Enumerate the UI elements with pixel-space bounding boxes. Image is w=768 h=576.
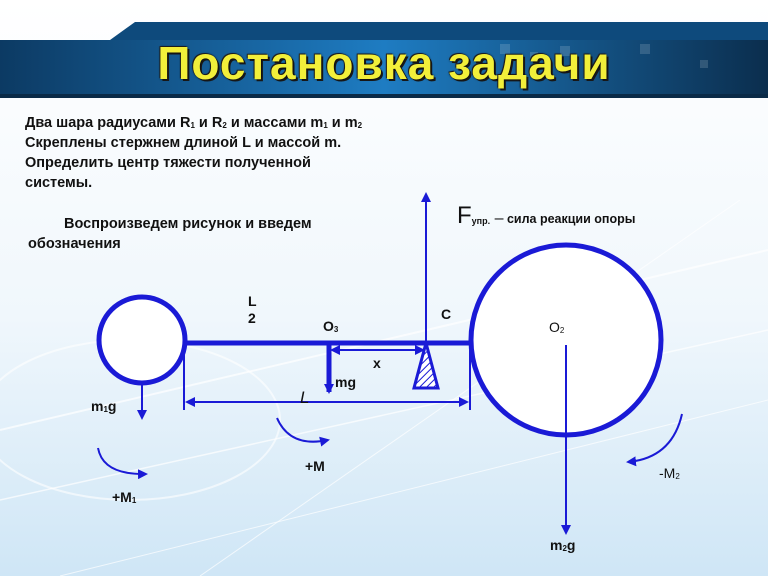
moment-plusM1-arc [97,447,148,480]
problem-line-1: Два шара радиусами R1 и R2 и массами m1 … [25,115,363,131]
label-plusM1: +M1 [112,489,137,505]
label-minusM2: -M2 [659,465,680,481]
support-pivot [412,337,440,390]
label-x: x [373,355,381,371]
problem-line-4: системы. [25,175,93,191]
label-L: L [300,388,310,407]
label-plusM: +M [305,458,325,474]
label-mg: mg [335,374,356,390]
problem-line-3: Определить центр тяжести полученной [25,155,311,171]
problem-line-2: Скреплены стержнем длиной L и массой m. [25,135,342,151]
moment-minusM2-arc [626,413,683,467]
title-banner [0,22,768,98]
note-line-1: Воспроизведем рисунок и введем [64,216,312,232]
note-line-2: обозначения [28,236,121,252]
label-m1g: m1g [91,398,117,414]
label-m2g: m2g [550,537,576,553]
reaction-force-legend: Fупр. – сила реакции опоры [457,202,636,229]
slide-title: Постановка задачи [157,37,611,89]
moment-plusM-arc [276,417,330,447]
label-C: C [441,306,452,322]
label-O3: O3 [323,318,339,334]
label-O2: O2 [549,319,565,335]
small-ball [96,294,188,386]
